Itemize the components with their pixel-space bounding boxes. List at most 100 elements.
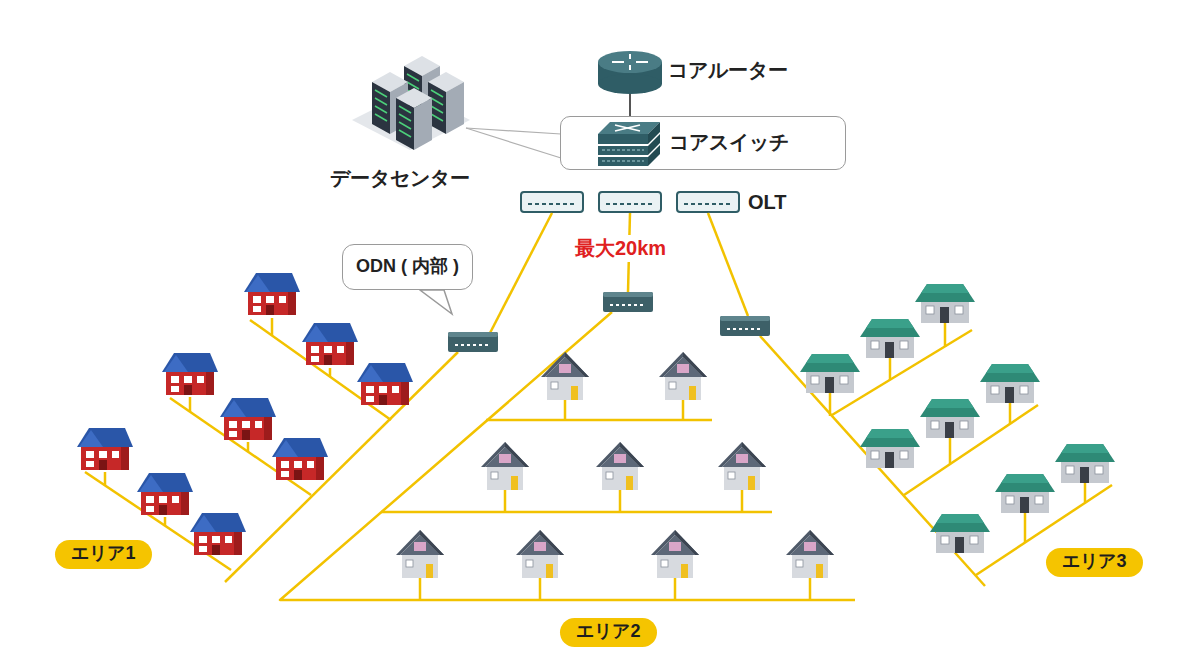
router-icon-part-part xyxy=(629,65,631,70)
fiber-lines-part xyxy=(708,213,748,316)
area2-houses-part xyxy=(786,530,834,578)
fiber-lines-part xyxy=(889,358,892,380)
fiber-lines-part xyxy=(949,438,952,464)
fiber-lines-part xyxy=(504,490,507,512)
callout-lines xyxy=(466,128,561,158)
area2-houses-part xyxy=(718,442,766,490)
router-icon-part xyxy=(612,54,648,70)
router-icon-part xyxy=(598,74,662,94)
olt-label: OLT xyxy=(748,191,787,214)
node-text: コアルーター xyxy=(668,50,788,91)
switch-icon-part xyxy=(648,145,660,166)
switch-icon-part-part xyxy=(615,125,640,131)
area3-houses-part xyxy=(930,514,990,553)
area3-houses-part xyxy=(980,364,1040,403)
area1-houses-part xyxy=(220,398,276,440)
olt-group-part xyxy=(599,192,661,212)
fiber-lines-part xyxy=(1084,483,1087,502)
area2-houses-part xyxy=(596,442,644,490)
router-icon-part-part xyxy=(636,61,648,63)
area3-houses-part xyxy=(860,429,920,468)
switch-icon-part xyxy=(602,150,644,161)
router-icon-part-part xyxy=(629,54,631,59)
router-node: コアルーター xyxy=(596,50,798,94)
fiber-lines-part xyxy=(104,472,107,485)
area2-houses-part xyxy=(481,442,529,490)
splitter-group-part xyxy=(448,332,498,352)
area2-houses-part xyxy=(659,352,707,400)
fiber-lines-part xyxy=(486,419,712,422)
fiber-lines-part xyxy=(1009,403,1012,424)
area3-houses-part xyxy=(860,319,920,358)
fiber-lines xyxy=(85,213,1112,600)
fiber-lines-part xyxy=(564,400,567,420)
fiber-lines-part xyxy=(164,517,167,526)
olt-group xyxy=(521,192,739,212)
fiber-lines-part xyxy=(539,578,542,600)
fiber-lines-part xyxy=(809,578,812,600)
node-text: ODN ( 内部 ) xyxy=(356,245,459,288)
fiber-lines-part xyxy=(419,578,422,600)
switch-icon-part xyxy=(598,157,648,166)
splitter-group xyxy=(448,292,770,352)
area1-houses-part xyxy=(137,473,193,515)
area-pill: エリア1 xyxy=(55,540,152,569)
splitter-group-part xyxy=(603,292,653,312)
data-center-icon-part xyxy=(396,88,432,150)
area1-houses-part xyxy=(272,438,328,480)
area2-houses-part xyxy=(651,530,699,578)
node-text: エリア3 xyxy=(1062,548,1126,574)
area1-houses-part xyxy=(244,273,300,315)
node-text: コアスイッチ xyxy=(669,117,789,168)
area3-houses-part xyxy=(915,284,975,323)
data-center-label: データセンター xyxy=(330,165,470,192)
area1-houses-part xyxy=(357,363,413,405)
switch-icon-part xyxy=(598,134,648,144)
bubble-tail xyxy=(420,290,452,314)
area3-houses-part xyxy=(800,354,860,393)
switch-icon-part xyxy=(598,146,648,155)
switch-box-ground xyxy=(561,117,845,169)
fiber-lines-part xyxy=(381,511,772,514)
fiber-lines-part xyxy=(674,578,677,600)
switch-icon xyxy=(598,122,660,166)
callout-bubble: ODN ( 内部 ) xyxy=(342,244,473,290)
node-text: エリア2 xyxy=(576,618,640,644)
area2-houses-part xyxy=(516,530,564,578)
area2-houses-part xyxy=(541,352,589,400)
router-icon-part xyxy=(598,51,662,73)
fiber-lines-part xyxy=(490,213,552,333)
area1-houses-part xyxy=(162,353,218,395)
connector-line xyxy=(629,94,631,116)
area3-houses-part xyxy=(920,399,980,438)
fiber-lines-part xyxy=(280,312,855,600)
area2-houses xyxy=(396,352,834,578)
fiber-lines-part xyxy=(741,490,744,512)
olt-group-part xyxy=(521,192,583,212)
switch-icon-part xyxy=(615,125,640,131)
fiber-lines-part xyxy=(271,318,274,335)
router-icon-part-part xyxy=(612,61,624,63)
area2-houses-part xyxy=(396,530,444,578)
data-center-icon xyxy=(352,56,470,150)
switch-icon-part-part xyxy=(615,125,640,131)
area-pill: エリア2 xyxy=(560,618,657,647)
olt-group-part xyxy=(677,192,739,212)
area1-houses-part xyxy=(302,323,358,365)
area1-houses-part xyxy=(190,513,246,555)
switch-icon-part-part xyxy=(602,149,644,151)
callout-lines-part xyxy=(466,128,561,158)
area3-houses-part xyxy=(995,474,1055,513)
fiber-lines-part xyxy=(1024,513,1027,542)
fiber-lines-part xyxy=(247,442,250,452)
fiber-lines-part xyxy=(189,397,192,412)
distance-label: 最大20km xyxy=(572,235,669,262)
area3-houses xyxy=(800,284,1115,553)
node-text: エリア1 xyxy=(71,540,135,566)
fiber-lines-part xyxy=(829,393,832,416)
switch-icon-part-part xyxy=(602,160,644,162)
switch-box: コアスイッチ xyxy=(560,116,846,170)
area1-houses xyxy=(77,273,413,555)
